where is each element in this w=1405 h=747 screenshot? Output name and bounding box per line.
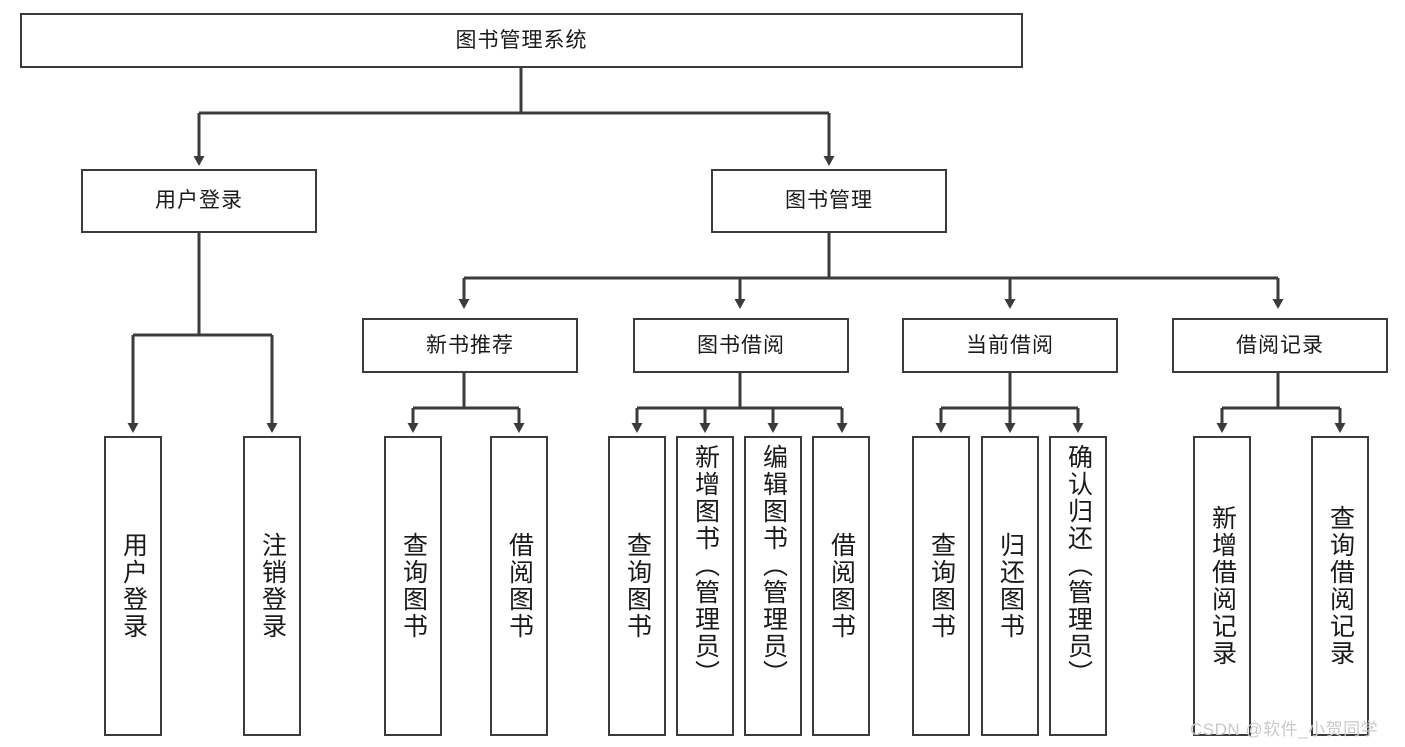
node-label: 借阅记录 <box>1236 333 1324 357</box>
leaf-user-login[interactable]: 用户登录 <box>104 436 162 736</box>
node-label: 用户登录 <box>155 189 243 213</box>
leaf-confirm-return-admin[interactable]: 确认归还（管理员） <box>1049 436 1107 736</box>
node-label: 确认归还（管理员） <box>1064 444 1093 687</box>
node-label: 新增图书（管理员） <box>691 444 720 687</box>
node-label: 新书推荐 <box>426 333 514 357</box>
leaf-query-book-nb[interactable]: 查询图书 <box>384 436 442 736</box>
csdn-watermark: CSDN @软件_小贺同学 <box>1190 720 1379 739</box>
node-label: 编辑图书（管理员） <box>759 444 788 687</box>
node-label: 查询图书 <box>399 532 428 640</box>
node-label: 归还图书 <box>996 532 1025 640</box>
node-label: 借阅图书 <box>827 532 856 640</box>
node-book-management[interactable]: 图书管理 <box>711 169 947 233</box>
node-borrow-record[interactable]: 借阅记录 <box>1172 318 1388 373</box>
node-label: 图书管理系统 <box>455 28 588 52</box>
leaf-add-borrow-record[interactable]: 新增借阅记录 <box>1193 436 1251 736</box>
leaf-query-book-cb[interactable]: 查询图书 <box>912 436 970 736</box>
node-current-borrow[interactable]: 当前借阅 <box>902 318 1118 373</box>
leaf-logout[interactable]: 注销登录 <box>243 436 301 736</box>
leaf-borrow-book-bb[interactable]: 借阅图书 <box>812 436 870 736</box>
node-label: 图书借阅 <box>697 333 785 357</box>
node-label: 当前借阅 <box>966 333 1054 357</box>
leaf-query-borrow-record[interactable]: 查询借阅记录 <box>1311 436 1369 736</box>
node-label: 图书管理 <box>785 189 873 213</box>
node-label: 查询图书 <box>927 532 956 640</box>
node-user-login[interactable]: 用户登录 <box>81 169 317 233</box>
leaf-borrow-book-nb[interactable]: 借阅图书 <box>490 436 548 736</box>
node-label: 新增借阅记录 <box>1208 505 1237 667</box>
node-new-book-recommend[interactable]: 新书推荐 <box>362 318 578 373</box>
node-label: 查询借阅记录 <box>1326 505 1355 667</box>
leaf-return-book[interactable]: 归还图书 <box>981 436 1039 736</box>
node-label: 用户登录 <box>119 532 148 640</box>
leaf-add-book-admin[interactable]: 新增图书（管理员） <box>676 436 734 736</box>
node-root-system[interactable]: 图书管理系统 <box>20 13 1023 68</box>
node-label: 注销登录 <box>258 532 287 640</box>
leaf-query-book-bb[interactable]: 查询图书 <box>608 436 666 736</box>
node-label: 查询图书 <box>623 532 652 640</box>
node-label: 借阅图书 <box>505 532 534 640</box>
node-book-borrow[interactable]: 图书借阅 <box>633 318 849 373</box>
leaf-edit-book-admin[interactable]: 编辑图书（管理员） <box>744 436 802 736</box>
